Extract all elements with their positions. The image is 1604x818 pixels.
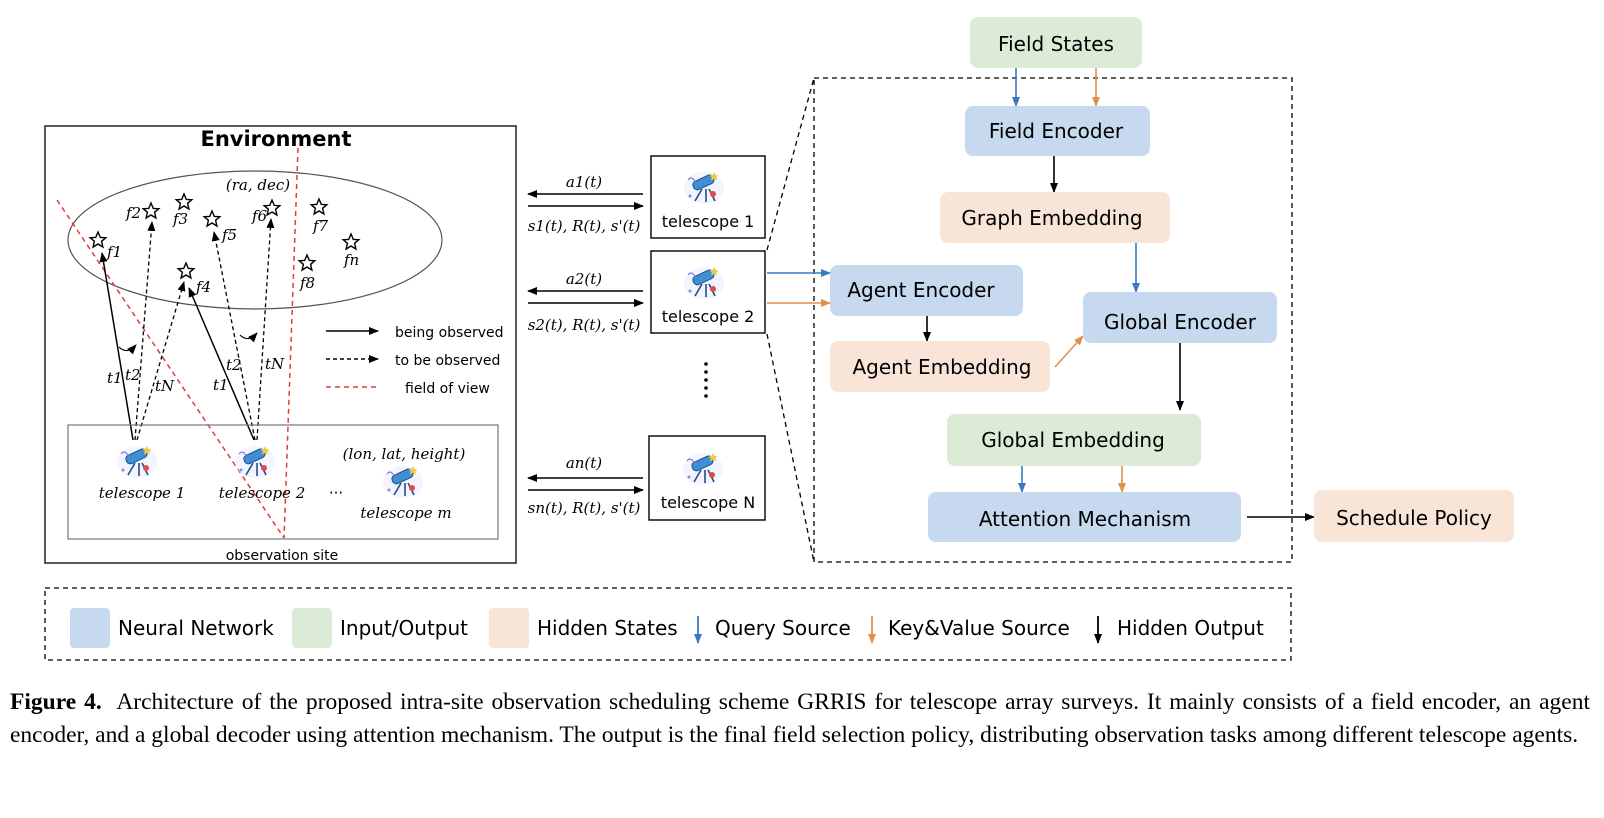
legend-hidden-output: Hidden Output <box>1117 616 1264 640</box>
field-encoder-box <box>965 106 1150 156</box>
observation-site-box <box>67 424 499 540</box>
agent-embedding-box <box>830 341 1050 392</box>
telescope-icon <box>683 171 725 205</box>
field-label: f8 <box>299 274 315 292</box>
legend-box <box>44 587 1292 661</box>
caption-text: Architecture of the proposed intra-site … <box>10 689 1590 748</box>
legend-hidden-states: Hidden States <box>537 616 678 640</box>
legend-input-output: Input/Output <box>340 616 468 640</box>
action-label: a1(t) <box>566 173 602 191</box>
field-label: fn <box>343 251 359 269</box>
legend: Neural Network Input/Output Hidden State… <box>44 587 1292 661</box>
telescope-icon <box>683 266 725 300</box>
legend-swatch-hidden-states <box>489 608 529 648</box>
agent-column: a1(t) s1(t), R(t), s'(t) telescope 1 a2(… <box>527 155 766 521</box>
field-of-view-line <box>56 199 285 539</box>
time-label: tN <box>265 355 285 373</box>
global-embedding-box <box>947 414 1201 466</box>
sky-region <box>67 170 443 310</box>
telescope-icon <box>382 465 424 499</box>
being-observed-arrow <box>99 252 134 441</box>
site-telescope-label: telescope 2 <box>219 484 306 502</box>
feedback-label: s2(t), R(t), s'(t) <box>528 316 641 334</box>
field-states-box <box>970 17 1142 68</box>
observation-site-label: observation site <box>226 548 339 564</box>
graph-embedding-box <box>940 192 1170 243</box>
field-label: f1 <box>106 243 122 261</box>
global-encoder-box <box>1083 292 1277 343</box>
schedule-policy-label: Schedule Policy <box>1336 506 1492 530</box>
field-label: f7 <box>312 217 329 235</box>
attention-mechanism-box <box>928 492 1241 542</box>
to-be-observed-arrow <box>134 221 156 441</box>
telescope-icon <box>682 452 724 486</box>
schedule-policy-box <box>1314 490 1514 542</box>
feedback-label: s1(t), R(t), s'(t) <box>528 217 641 235</box>
legend-key-value-source: Key&Value Source <box>888 616 1070 640</box>
order-arc <box>239 332 258 343</box>
time-label: t1 <box>213 376 229 394</box>
telescope-icon <box>234 445 276 479</box>
agent-label: telescope 2 <box>662 307 755 326</box>
field-label: f2 <box>125 204 141 222</box>
field-of-view-line <box>283 147 299 539</box>
site-ellipsis: ··· <box>329 484 343 502</box>
legend-swatch-input-output <box>292 608 332 648</box>
agent-label: telescope N <box>661 493 755 512</box>
figure-caption: Figure 4. Architecture of the proposed i… <box>10 686 1590 752</box>
agent-label: telescope 1 <box>662 212 755 231</box>
site-telescope-label: telescope m <box>360 504 451 522</box>
legend-neural-network: Neural Network <box>118 616 274 640</box>
field-states-label: Field States <box>998 32 1114 56</box>
time-label: t2 <box>125 366 141 384</box>
environment-panel: Environment (ra, dec) f1 f2 f3 f4 f5 f6 … <box>44 125 517 564</box>
field-label: f3 <box>172 210 188 228</box>
sky-coordinate: (ra, dec) <box>226 176 290 194</box>
network-dashed-box <box>813 77 1293 563</box>
time-label: t2 <box>226 356 242 374</box>
site-telescope-label: telescope 1 <box>99 484 186 502</box>
being-observed-arrow <box>188 287 255 441</box>
time-label: tN <box>155 377 175 395</box>
agent-embedding-label: Agent Embedding <box>853 355 1032 379</box>
time-label: t1 <box>107 369 123 387</box>
legend-field-of-view: field of view <box>405 381 490 397</box>
legend-being-observed: being observed <box>395 325 504 341</box>
legend-query-source: Query Source <box>715 616 851 640</box>
zoom-line <box>766 333 815 563</box>
to-be-observed-arrow <box>256 218 275 441</box>
environment-title: Environment <box>200 127 351 151</box>
field-label: f5 <box>221 226 237 244</box>
site-coordinate: (lon, lat, height) <box>343 445 466 463</box>
key-value-arrow <box>1054 335 1084 368</box>
to-be-observed-arrow <box>211 231 256 441</box>
agent-ellipsis <box>704 362 708 398</box>
caption-label: Figure 4. <box>10 689 102 715</box>
order-arc <box>118 344 137 355</box>
network-panel: Field States Field Encoder Graph Embeddi… <box>766 17 1514 563</box>
global-embedding-label: Global Embedding <box>981 428 1165 452</box>
field-encoder-label: Field Encoder <box>989 119 1124 143</box>
field-label: f6 <box>251 207 268 225</box>
legend-swatch-neural-network <box>70 608 110 648</box>
global-encoder-label: Global Encoder <box>1104 310 1257 334</box>
legend-to-be-observed: to be observed <box>395 353 500 369</box>
feedback-label: sn(t), R(t), s'(t) <box>528 499 641 517</box>
action-label: a2(t) <box>566 270 602 288</box>
graph-embedding-label: Graph Embedding <box>961 206 1142 230</box>
telescope-icon <box>116 445 158 479</box>
attention-mechanism-label: Attention Mechanism <box>979 507 1191 531</box>
architecture-diagram: Environment (ra, dec) f1 f2 f3 f4 f5 f6 … <box>44 17 1514 661</box>
zoom-line <box>766 77 815 251</box>
agent-encoder-box <box>830 265 1023 316</box>
agent-encoder-label: Agent Encoder <box>847 278 995 302</box>
field-label: f4 <box>195 278 211 296</box>
action-label: an(t) <box>566 454 602 472</box>
